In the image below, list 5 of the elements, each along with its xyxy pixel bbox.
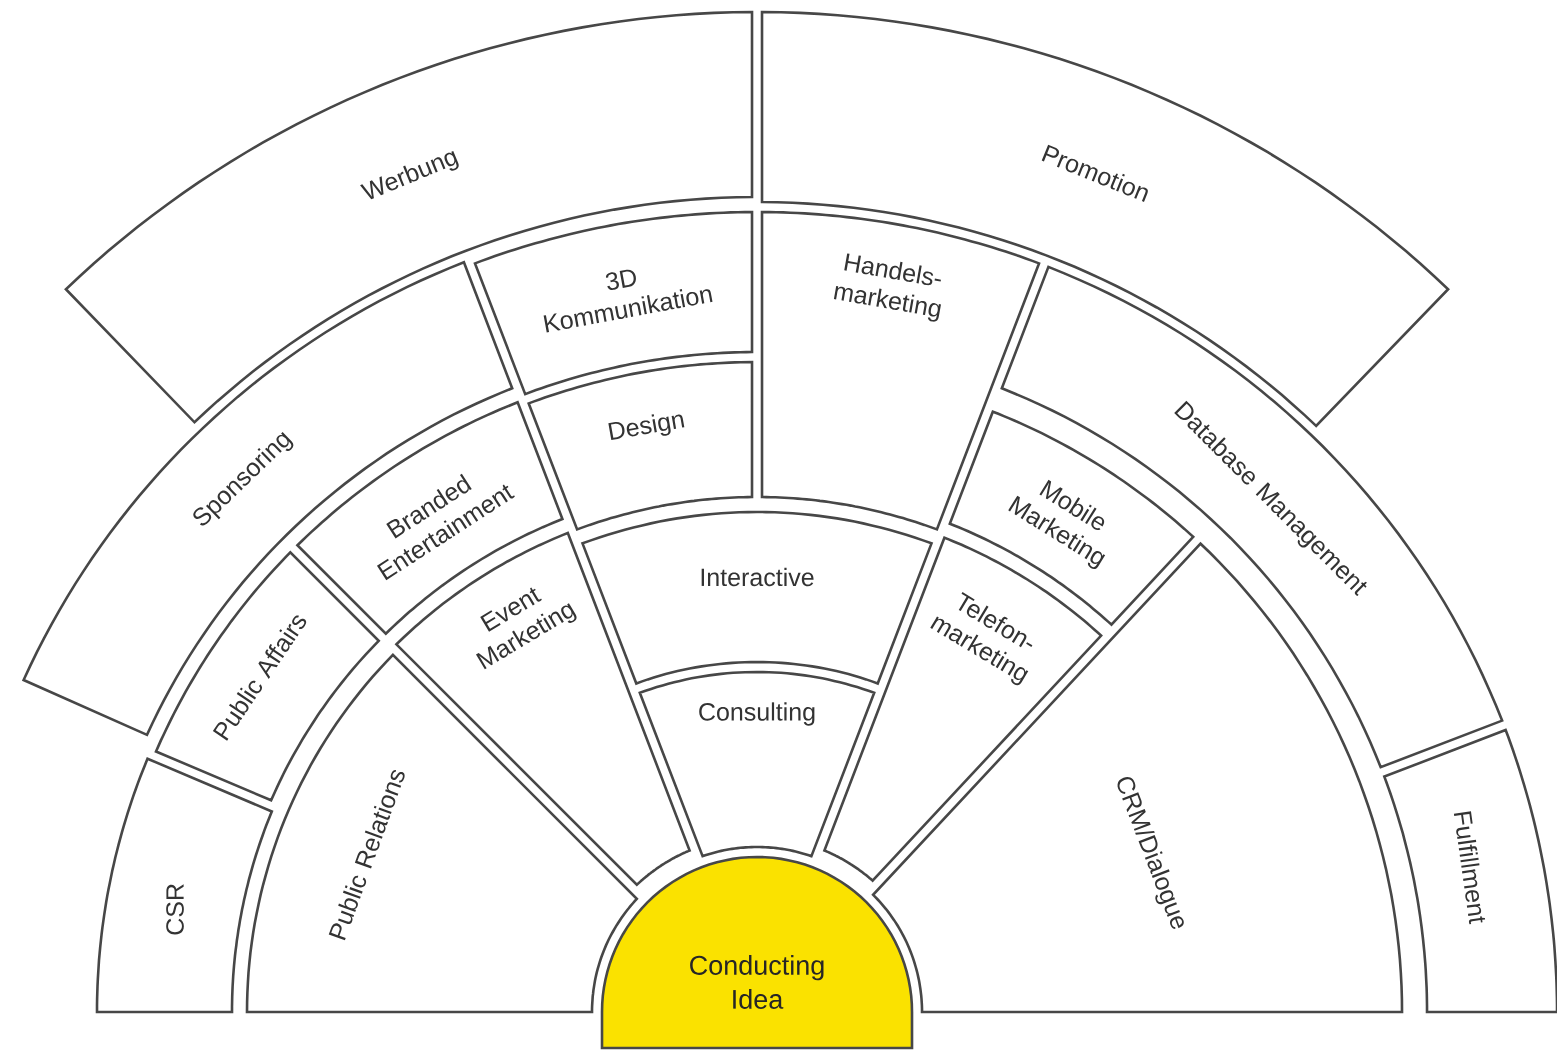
segment: Design bbox=[527, 360, 754, 532]
segment: CSR bbox=[95, 757, 274, 1014]
center-semicircle: Conducting Idea bbox=[600, 855, 914, 1050]
segment: Consulting bbox=[638, 670, 876, 858]
segment: Fulfillment bbox=[1382, 728, 1557, 1014]
